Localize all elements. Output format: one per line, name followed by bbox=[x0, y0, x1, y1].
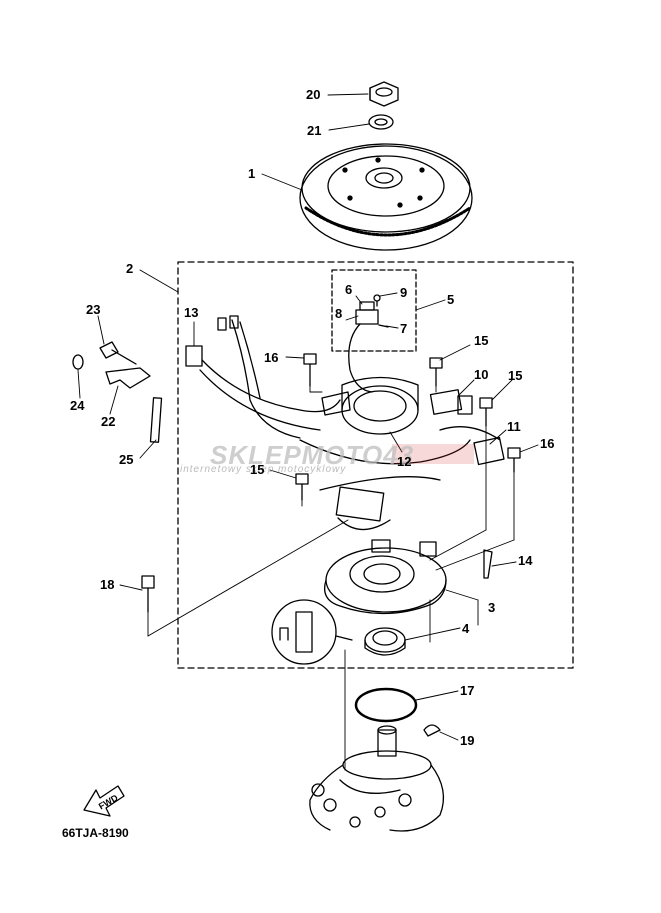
callout-11: 11 bbox=[507, 419, 521, 434]
callout-16-right: 16 bbox=[540, 436, 555, 451]
callout-17: 17 bbox=[460, 683, 475, 698]
stator-base-plate-part bbox=[323, 539, 447, 615]
woodruff-key-part bbox=[423, 724, 441, 737]
lighting-coil-part bbox=[429, 389, 505, 466]
watermark: SKLEPMOTO43 internetowy sklep motocyklow… bbox=[180, 440, 480, 476]
callout-4: 4 bbox=[462, 621, 470, 636]
flywheel-part bbox=[299, 143, 473, 251]
callout-19: 19 bbox=[460, 733, 475, 748]
crankcase-part bbox=[309, 725, 445, 832]
callout-22: 22 bbox=[101, 414, 116, 429]
bracket-parts bbox=[72, 341, 163, 443]
callout-6: 6 bbox=[345, 282, 353, 297]
diagram-code: 66TJA-8190 bbox=[62, 826, 129, 840]
detail-inset bbox=[271, 599, 353, 665]
watermark-accent bbox=[392, 444, 474, 464]
callout-3: 3 bbox=[488, 600, 496, 615]
callout-1: 1 bbox=[248, 166, 256, 181]
callout-15-lower: 15 bbox=[250, 462, 265, 477]
oil-seal-part bbox=[364, 627, 406, 656]
watermark-brand: SKLEPMOTO43 bbox=[210, 440, 415, 470]
callout-20: 20 bbox=[306, 87, 321, 102]
callout-2: 2 bbox=[126, 261, 134, 276]
exciter-coil-part bbox=[319, 476, 441, 531]
pulser-coil-box bbox=[331, 269, 417, 352]
callout-7: 7 bbox=[400, 321, 408, 336]
flywheel-nut-part bbox=[369, 81, 399, 107]
callout-10: 10 bbox=[474, 367, 489, 382]
callout-15-top: 15 bbox=[474, 333, 489, 348]
callout-15-right: 15 bbox=[508, 368, 523, 383]
callout-12: 12 bbox=[397, 454, 412, 469]
fwd-arrow-icon bbox=[83, 785, 125, 817]
callout-23: 23 bbox=[86, 302, 101, 317]
callout-9: 9 bbox=[400, 285, 408, 300]
callout-16-top: 16 bbox=[264, 350, 279, 365]
o-ring-part bbox=[354, 687, 418, 723]
bolt-parts bbox=[141, 353, 521, 613]
wire-harness-part bbox=[185, 315, 471, 465]
callout-13: 13 bbox=[184, 305, 199, 320]
assembly-guide-lines bbox=[147, 385, 515, 771]
watermark-tagline: internetowy sklep motocyklowy bbox=[180, 464, 347, 475]
callout-25: 25 bbox=[119, 452, 134, 467]
callout-8: 8 bbox=[335, 306, 343, 321]
stator-ring-part bbox=[321, 376, 419, 435]
callout-5: 5 bbox=[447, 292, 455, 307]
callout-14: 14 bbox=[518, 553, 533, 568]
callout-18: 18 bbox=[100, 577, 115, 592]
callout-21: 21 bbox=[307, 123, 322, 138]
leader-lines bbox=[77, 93, 539, 741]
callout-24: 24 bbox=[70, 398, 85, 413]
washer-part bbox=[368, 114, 394, 130]
